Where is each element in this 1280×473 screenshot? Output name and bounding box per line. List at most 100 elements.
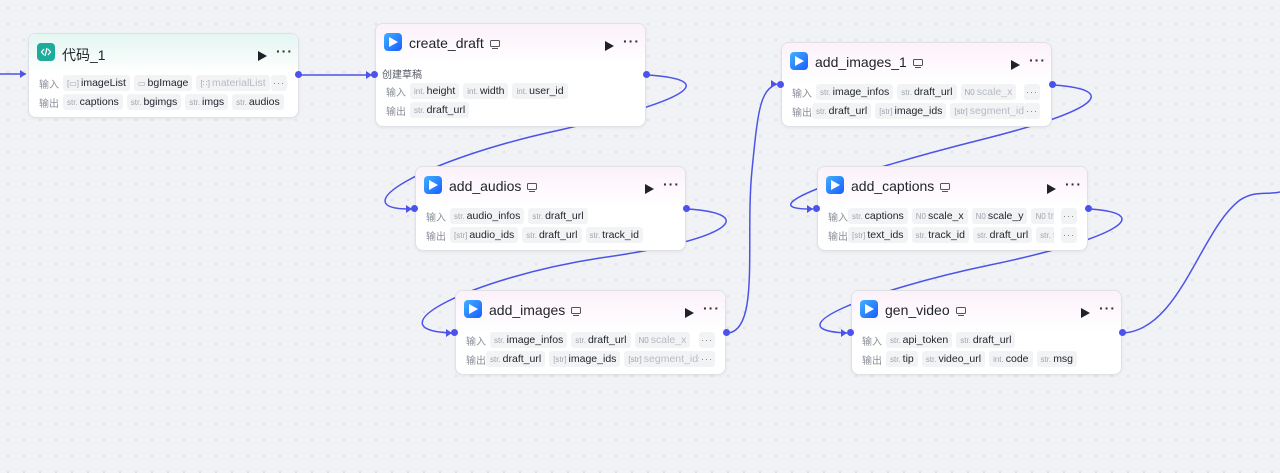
version-icon: [912, 58, 923, 68]
param-tag: str.api_token: [886, 332, 953, 348]
node-add-audios[interactable]: add_audios ··· 输入 str.audio_infos str.dr…: [415, 166, 686, 251]
param-tag: str.draft_url: [972, 227, 1033, 243]
more-params-button[interactable]: ···: [699, 351, 715, 367]
output-row: 输出 str.draft_url [str]image_ids [str]seg…: [792, 102, 1024, 120]
more-options-icon[interactable]: ···: [276, 43, 293, 59]
code-icon: [37, 43, 55, 61]
output-port[interactable]: [1049, 81, 1056, 88]
input-port[interactable]: [813, 205, 820, 212]
run-icon[interactable]: [1011, 57, 1020, 75]
node-title: add_images: [489, 302, 582, 318]
more-options-icon[interactable]: ···: [1029, 52, 1046, 68]
param-tag: [str]image_ids: [549, 351, 621, 367]
more-params-button[interactable]: ···: [699, 332, 715, 348]
input-port[interactable]: [451, 329, 458, 336]
param-tag: int.user_id: [512, 83, 568, 99]
param-tag: [str]audio_ids: [450, 227, 519, 243]
param-tag: [str]text_ids: [848, 227, 908, 243]
image-list-type-icon: [▭]: [67, 78, 80, 88]
edge-add-audios-to-add-images: [421, 208, 727, 334]
output-port[interactable]: [683, 205, 690, 212]
arrow-head: [807, 205, 813, 213]
more-params-button[interactable]: ···: [1024, 84, 1040, 100]
run-icon[interactable]: [685, 305, 694, 323]
more-options-icon[interactable]: ···: [1065, 176, 1082, 192]
param-tag: str.audios: [232, 94, 284, 110]
output-row: 输出 str.draft_url: [386, 101, 473, 119]
input-port[interactable]: [777, 81, 784, 88]
edge-add-images-to-add-images-1: [727, 83, 778, 334]
output-port[interactable]: [723, 329, 730, 336]
output-row: 输出 [str]text_ids str.track_id str.draft_…: [828, 226, 1054, 244]
more-params-button[interactable]: ···: [271, 75, 287, 91]
plugin-icon: [424, 176, 442, 194]
input-row: 输入 int.height int.width int.user_id: [386, 82, 572, 100]
output-port[interactable]: [1085, 205, 1092, 212]
run-icon[interactable]: [1081, 305, 1090, 323]
input-row: 输入 str.api_token str.draft_url: [862, 331, 1019, 349]
input-port[interactable]: [847, 329, 854, 336]
param-tag: str.draft_url: [486, 351, 546, 367]
plugin-icon: [790, 52, 808, 70]
node-add-images-1[interactable]: add_images_1 ··· 输入 str.image_infos str.…: [781, 42, 1052, 127]
plugin-icon: [384, 33, 402, 51]
run-icon[interactable]: [258, 48, 267, 66]
arrow-head: [446, 329, 452, 337]
param-tag: str.tip: [886, 351, 918, 367]
input-port[interactable]: [371, 71, 378, 78]
node-header: gen_video ···: [852, 291, 1121, 331]
param-tag: [str]segment_ids: [624, 351, 702, 367]
more-params-button[interactable]: ···: [1024, 103, 1040, 119]
edge-create-draft-to-add-audios: [384, 74, 687, 210]
arrow-head: [406, 205, 412, 213]
arrow-head: [771, 80, 777, 88]
param-tag: str.draft_url: [528, 208, 588, 224]
run-icon[interactable]: [1047, 181, 1056, 199]
node-gen-video[interactable]: gen_video ··· 输入 str.api_token str.draft…: [851, 290, 1122, 375]
edge-add-captions-to-gen-video: [819, 208, 1123, 334]
more-params-button[interactable]: ···: [1061, 227, 1077, 243]
arrow-head: [366, 71, 372, 79]
node-title: add_images_1: [815, 54, 923, 70]
param-tag: str.draft_url: [897, 84, 957, 100]
more-options-icon[interactable]: ···: [1099, 300, 1116, 316]
param-tag: N0transform: [1031, 208, 1054, 224]
node-title: add_audios: [449, 178, 538, 194]
version-icon: [527, 182, 538, 192]
param-tag: str.video_url: [921, 351, 986, 367]
param-tag: str.draft_url: [522, 227, 582, 243]
output-row: 输出 [str]audio_ids str.draft_url str.trac…: [426, 226, 647, 244]
plugin-icon: [860, 300, 878, 318]
more-options-icon[interactable]: ···: [703, 300, 720, 316]
param-tag: int.width: [463, 83, 509, 99]
node-add-images[interactable]: add_images ··· 输入 str.image_infos str.dr…: [455, 290, 726, 375]
output-port[interactable]: [1119, 329, 1126, 336]
arrow-head: [20, 70, 26, 78]
param-tag: int.height: [410, 83, 460, 99]
more-params-button[interactable]: ···: [1061, 208, 1077, 224]
run-icon[interactable]: [605, 38, 614, 56]
node-title: add_captions: [851, 178, 951, 194]
output-row: 输出 str.draft_url [str]image_ids [str]seg…: [466, 350, 702, 368]
node-header: add_images_1 ···: [782, 43, 1051, 83]
param-tag: str.msg: [1036, 351, 1078, 367]
more-options-icon[interactable]: ···: [623, 33, 640, 49]
input-port[interactable]: [411, 205, 418, 212]
param-tag: str.image_infos: [490, 332, 568, 348]
run-icon[interactable]: [645, 181, 654, 199]
more-options-icon[interactable]: ···: [663, 176, 680, 192]
output-port[interactable]: [295, 71, 302, 78]
param-tag: ▭bgImage: [133, 75, 193, 91]
node-create-draft[interactable]: create_draft ··· 创建草稿 输入 int.height int.…: [375, 23, 646, 127]
node-title: 代码_1: [62, 47, 106, 63]
plugin-icon: [464, 300, 482, 318]
output-port[interactable]: [643, 71, 650, 78]
param-tag: str.image_infos: [816, 84, 894, 100]
node-code-1[interactable]: 代码_1 ··· 输入 [▭]imageList ▭bgImage [∷]mat…: [28, 33, 299, 118]
version-icon: [489, 39, 500, 49]
